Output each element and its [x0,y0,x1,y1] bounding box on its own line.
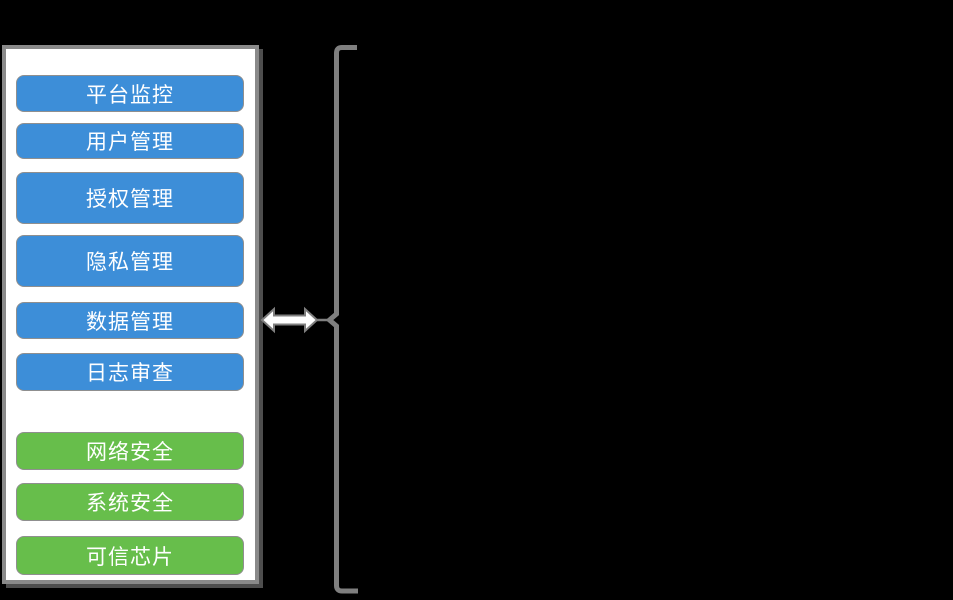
management-modules-panel: 平台监控 用户管理 授权管理 隐私管理 数据管理 日志审查 网络安全 系统安全 … [2,45,259,584]
left-brace-icon [325,45,358,594]
button-trusted-chip[interactable]: 可信芯片 [16,536,244,575]
double-arrow-icon [260,306,331,334]
button-platform-monitoring[interactable]: 平台监控 [16,75,244,112]
button-privacy-management[interactable]: 隐私管理 [16,235,244,287]
button-data-management[interactable]: 数据管理 [16,302,244,339]
button-log-audit[interactable]: 日志审查 [16,353,244,391]
button-authorization-management[interactable]: 授权管理 [16,172,244,224]
button-network-security[interactable]: 网络安全 [16,432,244,470]
button-system-security[interactable]: 系统安全 [16,483,244,521]
button-user-management[interactable]: 用户管理 [16,123,244,159]
